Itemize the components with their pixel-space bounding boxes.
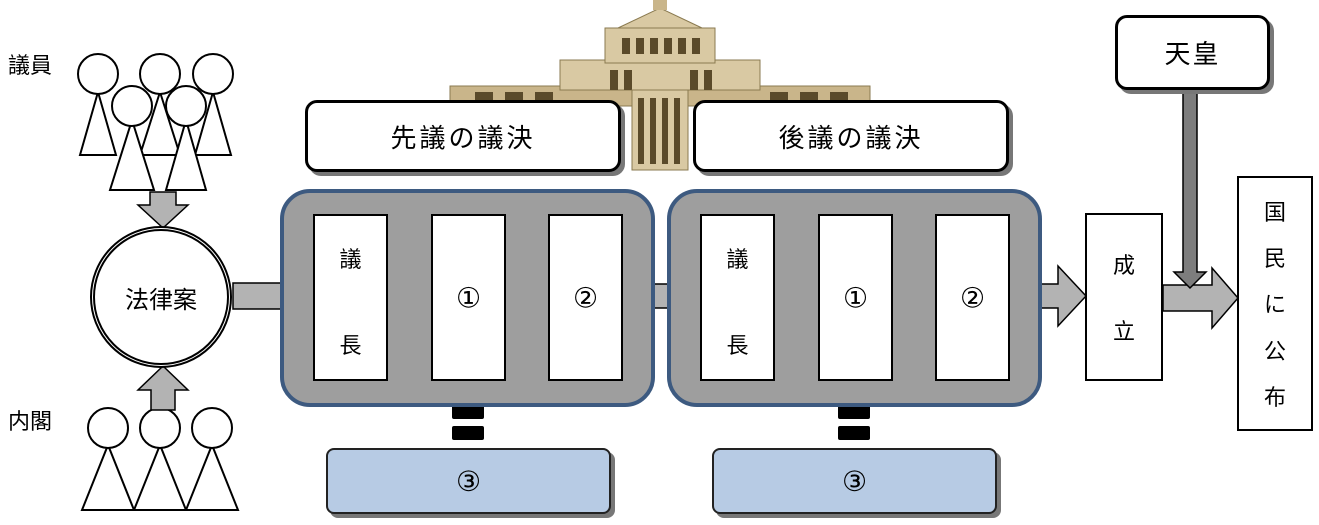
enactment-box: 成 立 [1085, 213, 1163, 381]
promulgation-char: 公 [1263, 339, 1286, 365]
step-number: ① [842, 281, 869, 314]
promulgation-char: に [1263, 293, 1286, 319]
cabinet-label: 内閣 [8, 410, 53, 435]
phase-first-step-1: ① [431, 214, 506, 381]
promulgation-char: 国 [1263, 201, 1286, 227]
phase-first-heading: 先議の議決 [305, 100, 621, 172]
phase-second-speaker-box: 議 長 [700, 214, 775, 381]
bill-label: 法律案 [125, 285, 197, 314]
cabinet-people-icon [80, 407, 240, 511]
arrow-cabinet-to-bill [136, 364, 190, 411]
members-people-icon [77, 53, 234, 191]
phase-second-committee: ③ [712, 448, 997, 514]
promulgation-box: 国 民 に 公 布 [1237, 176, 1313, 431]
phase-second-step-2: ② [935, 214, 1010, 381]
step-number: ① [455, 281, 482, 314]
phase-first-step-2: ② [548, 214, 623, 381]
emperor-box: 天皇 [1115, 15, 1270, 90]
arrow-members-to-bill [136, 191, 190, 230]
arrow-emperor-down [1172, 89, 1208, 290]
arrow-enactment-to-promulgation [1162, 265, 1239, 331]
phase-second-step-1: ① [818, 214, 893, 381]
speaker-char: 長 [339, 334, 362, 359]
enactment-char: 立 [1112, 320, 1135, 345]
step-number: ② [572, 281, 599, 314]
promulgation-char: 布 [1263, 385, 1286, 411]
phase-second-heading: 後議の議決 [693, 100, 1009, 172]
speaker-char: 議 [726, 248, 749, 273]
members-label: 議員 [8, 54, 53, 79]
speaker-char: 長 [726, 334, 749, 359]
step-number: ② [959, 281, 986, 314]
bill-circle: 法律案 [90, 226, 232, 368]
promulgation-char: 民 [1263, 247, 1286, 273]
phase-first-committee: ③ [326, 448, 611, 514]
enactment-char: 成 [1112, 254, 1135, 279]
phase-first-speaker-box: 議 長 [313, 214, 388, 381]
speaker-char: 議 [339, 248, 362, 273]
